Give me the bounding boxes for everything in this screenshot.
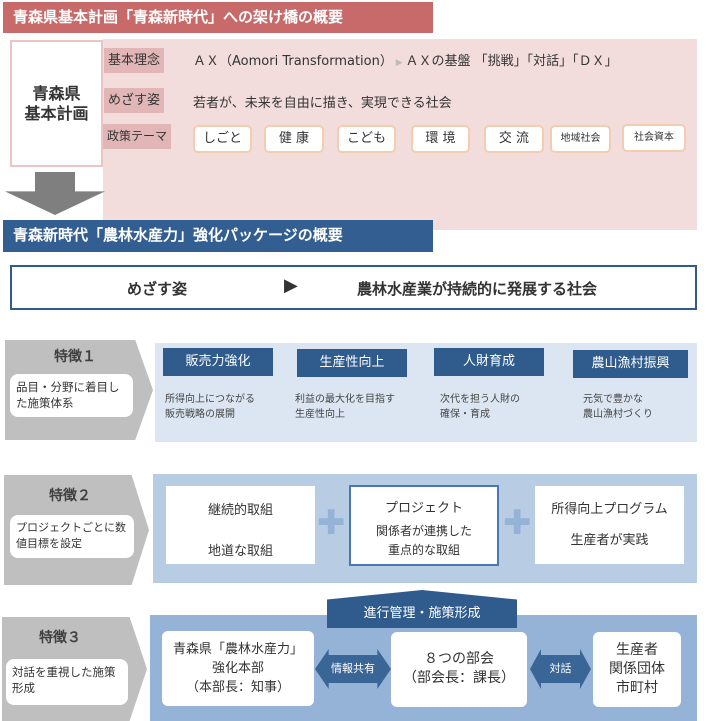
dialog-arrow: 対話 xyxy=(530,649,591,689)
committee-box: ８つの部会 （部会長：課長） xyxy=(391,632,527,707)
plus-icon: ✚ xyxy=(317,503,346,543)
income-program-desc: 生産者が実践 xyxy=(570,533,649,548)
progress-management-header: 進行管理・施策形成 xyxy=(327,590,517,628)
triangle-right-icon: ▶ xyxy=(392,58,406,68)
feature2-desc: プロジェクトごとに数値目標を設定 xyxy=(10,515,134,558)
income-program-title: 所得向上プログラム xyxy=(551,502,668,517)
theme-health: 健 康 xyxy=(264,125,324,153)
goal-label: めざす姿 xyxy=(127,280,188,298)
plan-label: 青森県 基本計画 xyxy=(10,40,103,167)
project-box: プロジェクト 関係者が連携した 重点的な取組 xyxy=(349,485,499,566)
tag-human-resources: 人財育成 xyxy=(434,348,544,376)
project-title: プロジェクト xyxy=(384,501,463,516)
row-label-philosophy: 基本理念 xyxy=(104,48,165,73)
triangle-right-icon: ▶ xyxy=(284,275,298,296)
sales-desc: 所得向上につながる 販売戦略の展開 xyxy=(165,394,255,420)
ongoing-title: 継続的取組 xyxy=(207,503,273,518)
feature1-title: 特徴１ xyxy=(54,349,96,365)
income-program-box: 所得向上プログラム 生産者が実践 xyxy=(535,486,684,564)
ax-basis-text: ＡＸの基盤 「挑戦」「対話」「ＤＸ」 xyxy=(405,54,618,69)
tag-sales: 販売力強化 xyxy=(163,348,273,376)
ongoing-desc: 地道な取組 xyxy=(207,544,273,559)
theme-exchange: 交 流 xyxy=(484,125,544,153)
theme-work: しごと xyxy=(193,125,252,153)
human-resources-desc: 次代を担う人財の 確保・育成 xyxy=(440,394,520,420)
ongoing-box: 継続的取組 地道な取組 xyxy=(166,486,315,564)
partners-box: 生産者 関係団体 市町村 xyxy=(593,632,681,707)
theme-community: 地域社会 xyxy=(550,125,611,153)
package-title: 青森新時代「農林水産力」強化パッケージの概要 xyxy=(3,220,433,252)
feature2-title: 特徴２ xyxy=(49,488,91,504)
ax-text: ＡＸ（Aomori Transformation） xyxy=(193,54,393,69)
info-share-arrow: 情報共有 xyxy=(315,649,391,689)
feature3-desc: 対話を重視した施策形成 xyxy=(6,659,128,705)
theme-infrastructure: 社会資本 xyxy=(622,124,686,152)
project-desc: 関係者が連携した 重点的な取組 xyxy=(375,524,472,557)
row-label-themes: 政策テーマ xyxy=(103,124,172,149)
rural-desc: 元気で豊かな 農山漁村づくり xyxy=(583,394,653,420)
tag-rural: 農山漁村振興 xyxy=(573,350,688,378)
plan-bridge-title: 青森県基本計画「青森新時代」への架け橋の概要 xyxy=(3,2,433,33)
goal-box: めざす姿 ▶ 農林水産業が持続的に発展する社会 xyxy=(10,265,697,310)
theme-children: こども xyxy=(337,125,396,153)
hq-box: 青森県「農林水産力」 強化本部 （本部長：知事） xyxy=(162,631,314,706)
down-arrow-icon xyxy=(5,172,105,215)
feature1-desc: 品目・分野に着目した施策体系 xyxy=(10,374,133,417)
goal-text: 農林水産業が持続的に発展する社会 xyxy=(357,280,598,298)
plus-icon: ✚ xyxy=(503,503,532,543)
productivity-desc: 利益の最大化を目指す 生産性向上 xyxy=(295,394,395,420)
feature3-title: 特徴３ xyxy=(39,630,81,646)
theme-environment: 環 境 xyxy=(411,125,470,153)
tag-productivity: 生産性向上 xyxy=(297,349,407,377)
philosophy-text: ＡＸ（Aomori Transformation） ▶ ＡＸの基盤 「挑戦」「対… xyxy=(193,50,618,69)
vision-text: 若者が、未来を自由に描き、実現できる社会 xyxy=(193,96,452,111)
row-label-vision: めざす姿 xyxy=(104,88,165,113)
